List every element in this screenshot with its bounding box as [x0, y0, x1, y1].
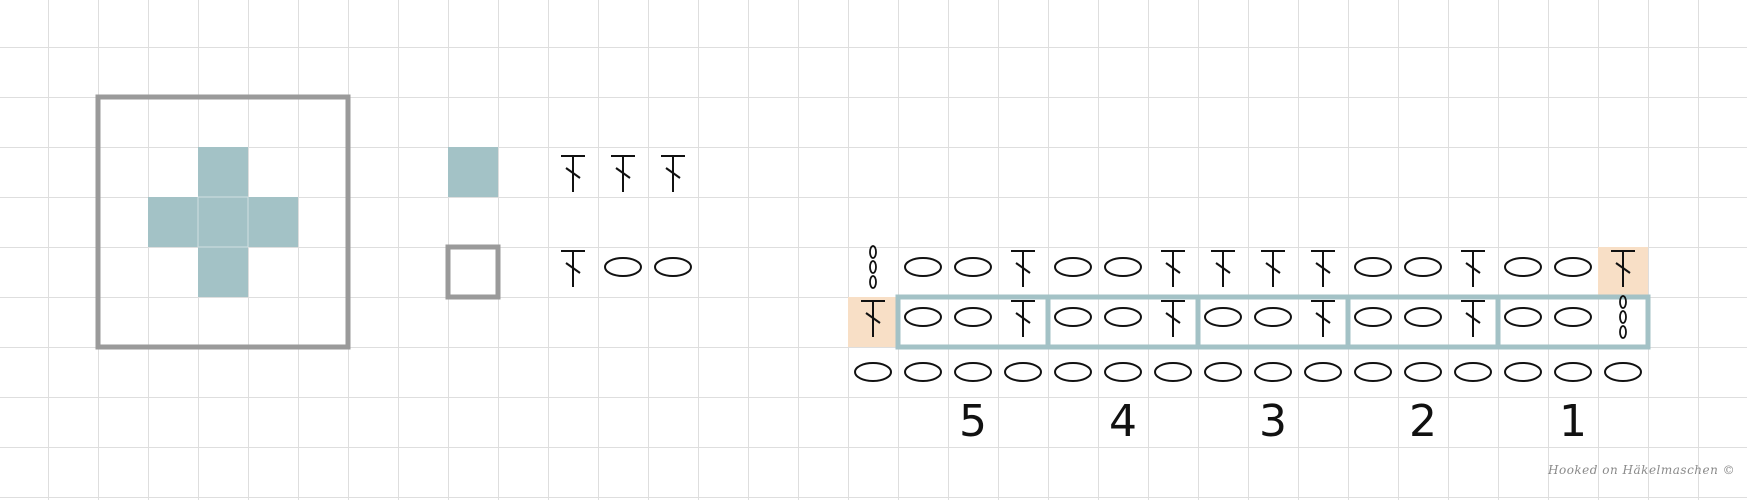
chart-row-top [869, 245, 1635, 289]
repeat-number-1: 1 [1559, 396, 1587, 447]
turning-chain-icon [869, 245, 877, 289]
chain-stitch-icon [1254, 362, 1292, 382]
repeat-number-4: 4 [1109, 396, 1137, 447]
chain-stitch-icon [1554, 362, 1592, 382]
chain-stitch-icon [854, 362, 892, 382]
motif-cell [148, 197, 198, 247]
chain-stitch-icon [1004, 362, 1042, 382]
chain-stitch-icon [1154, 362, 1192, 382]
legend-empty-square [445, 244, 501, 300]
repeat-box-1 [1495, 294, 1651, 350]
chain-stitch-icon [1204, 307, 1242, 327]
chain-stitch-icon [1554, 257, 1592, 277]
treble-crochet-icon [1311, 300, 1335, 337]
chain-stitch-icon [954, 362, 992, 382]
chain-stitch-icon [1404, 307, 1442, 327]
chain-stitch-icon [1504, 362, 1542, 382]
chain-stitch-icon [1354, 307, 1392, 327]
chain-stitch-icon [1454, 362, 1492, 382]
chain-stitch-icon [1404, 257, 1442, 277]
chain-stitch-icon [1354, 257, 1392, 277]
chain-stitch-icon [954, 257, 992, 277]
chain-stitch-icon [1104, 257, 1142, 277]
chart-row-foundation [854, 362, 1642, 382]
repeat-box-5 [895, 294, 1051, 350]
repeat-box-4 [1045, 294, 1201, 350]
motif-frame [95, 94, 351, 350]
chain-stitch-icon [1504, 257, 1542, 277]
chain-stitch-icon [1354, 362, 1392, 382]
legend-empty-symbols [561, 250, 692, 287]
chain-stitch-icon [904, 362, 942, 382]
treble-crochet-icon [1011, 300, 1035, 337]
turning-chain-icon [1619, 295, 1627, 339]
chain-stitch-icon [1054, 362, 1092, 382]
chain-stitch-icon [904, 257, 942, 277]
treble-crochet-icon [1261, 250, 1285, 287]
chain-stitch-icon [654, 257, 692, 277]
treble-crochet-icon [561, 250, 585, 287]
motif-cell [198, 247, 248, 297]
repeat-box-2 [1345, 294, 1501, 350]
repeat-number-3: 3 [1259, 396, 1287, 447]
treble-crochet-icon [1611, 250, 1635, 287]
repeat-number-5: 5 [959, 396, 987, 447]
treble-crochet-icon [861, 300, 885, 337]
treble-crochet-icon [1311, 250, 1335, 287]
motif-inner-lines [197, 196, 249, 248]
motif-cell [248, 197, 298, 247]
chain-stitch-icon [604, 257, 642, 277]
repeat-box-3 [1195, 294, 1351, 350]
chain-stitch-icon [1604, 362, 1642, 382]
treble-crochet-icon [661, 155, 685, 192]
legend [445, 147, 692, 300]
chain-stitch-icon [1104, 307, 1142, 327]
chain-stitch-icon [1104, 362, 1142, 382]
motif-cell [198, 147, 248, 197]
treble-crochet-icon [561, 155, 585, 192]
chain-stitch-icon [1554, 307, 1592, 327]
chain-stitch-icon [904, 307, 942, 327]
chain-stitch-icon [1254, 307, 1292, 327]
treble-crochet-icon [1011, 250, 1035, 287]
chain-stitch-icon [1054, 307, 1092, 327]
chain-stitch-icon [1404, 362, 1442, 382]
treble-crochet-icon [1161, 300, 1185, 337]
treble-crochet-icon [1161, 250, 1185, 287]
stitch-chart [848, 245, 1651, 382]
legend-filled-square [448, 147, 498, 197]
chain-stitch-icon [954, 307, 992, 327]
treble-crochet-icon [611, 155, 635, 192]
repeat-number-2: 2 [1409, 396, 1437, 447]
chart-row-middle [861, 295, 1627, 339]
motif-cell [198, 197, 248, 247]
repeat-boxes [895, 294, 1651, 350]
chain-stitch-icon [1204, 362, 1242, 382]
chain-stitch-icon [1054, 257, 1092, 277]
legend-filled-symbols [561, 155, 685, 192]
treble-crochet-icon [1461, 300, 1485, 337]
chain-stitch-icon [1504, 307, 1542, 327]
treble-crochet-icon [1211, 250, 1235, 287]
chain-stitch-icon [1304, 362, 1342, 382]
credit-watermark: Hooked on Häkelmaschen © [1548, 463, 1736, 477]
treble-crochet-icon [1461, 250, 1485, 287]
motif-preview [95, 94, 351, 350]
